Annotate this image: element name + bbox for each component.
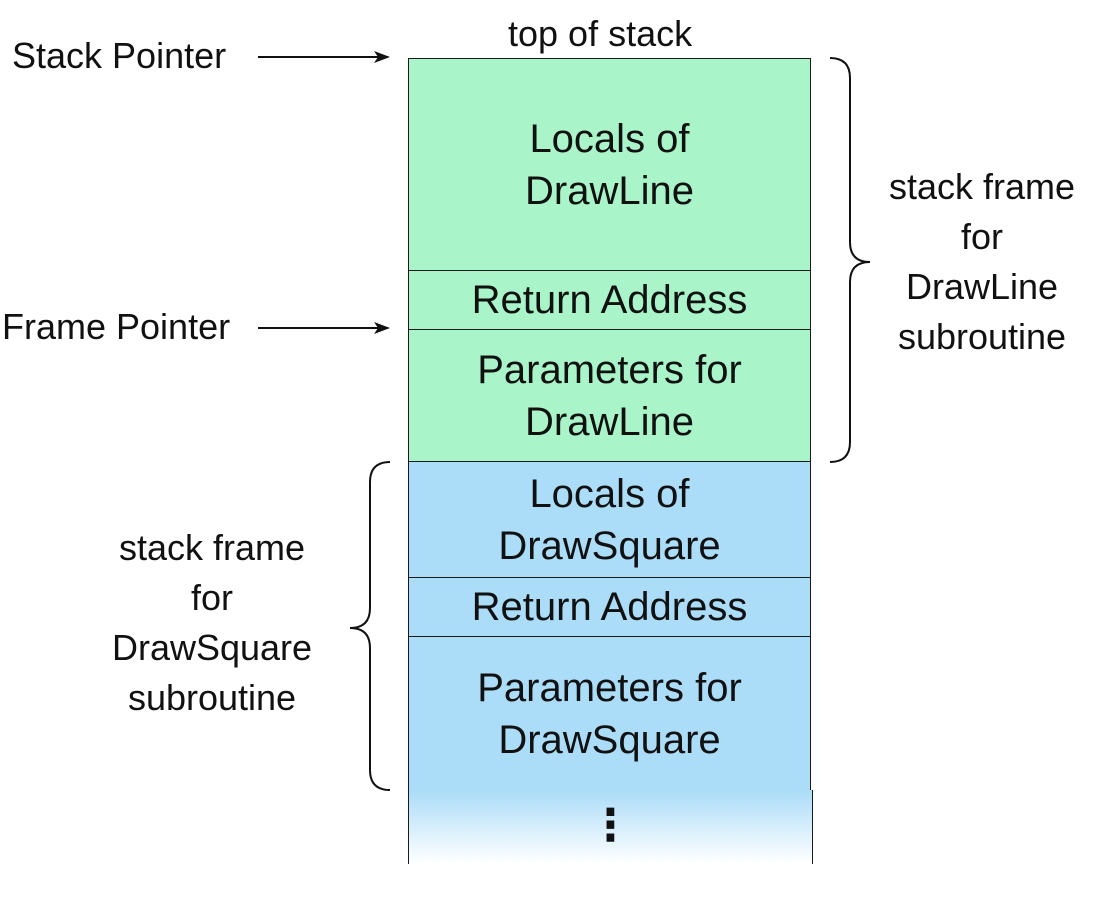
drawline-params-line1: Parameters for bbox=[477, 347, 742, 392]
drawsquare-return-address-cell: Return Address bbox=[408, 577, 811, 637]
stack-continuation: ⋮ bbox=[408, 790, 813, 864]
drawsquare-frame-line2: for bbox=[190, 577, 233, 618]
drawsquare-return-address-text: Return Address bbox=[471, 585, 748, 629]
drawline-locals-line1: Locals of bbox=[529, 116, 690, 161]
drawline-frame-label: stack frame for DrawLine subroutine bbox=[872, 162, 1092, 362]
drawline-params-line2: DrawLine bbox=[525, 399, 694, 444]
drawsquare-locals-cell: Locals of DrawSquare bbox=[408, 461, 811, 578]
drawsquare-frame-brace bbox=[349, 461, 391, 791]
drawsquare-locals-line2: DrawSquare bbox=[498, 523, 721, 568]
drawline-frame-line1: stack frame bbox=[888, 166, 1076, 207]
drawsquare-parameters-cell: Parameters for DrawSquare bbox=[408, 636, 811, 791]
drawline-locals-cell: Locals of DrawLine bbox=[408, 58, 811, 271]
drawsquare-locals-line1: Locals of bbox=[529, 471, 690, 516]
drawline-frame-line2: for bbox=[960, 216, 1003, 257]
drawsquare-frame-label: stack frame for DrawSquare subroutine bbox=[92, 523, 332, 723]
drawline-locals-line2: DrawLine bbox=[525, 168, 694, 213]
drawline-return-address-cell: Return Address bbox=[408, 270, 811, 330]
drawsquare-params-line2: DrawSquare bbox=[498, 717, 721, 762]
vertical-ellipsis-icon: ⋮ bbox=[588, 801, 633, 850]
drawsquare-frame-line4: subroutine bbox=[127, 677, 297, 718]
drawline-frame-brace bbox=[829, 57, 871, 463]
top-of-stack-label: top of stack bbox=[508, 13, 693, 54]
drawsquare-frame-line1: stack frame bbox=[118, 527, 306, 568]
frame-pointer-label: Frame Pointer bbox=[2, 306, 231, 347]
drawline-return-address-text: Return Address bbox=[471, 278, 748, 322]
drawline-frame-line4: subroutine bbox=[897, 316, 1067, 357]
drawline-frame-line3: DrawLine bbox=[905, 266, 1059, 307]
drawsquare-frame-line3: DrawSquare bbox=[111, 627, 313, 668]
drawsquare-params-line1: Parameters for bbox=[477, 665, 742, 710]
stack-pointer-label: Stack Pointer bbox=[12, 35, 227, 76]
